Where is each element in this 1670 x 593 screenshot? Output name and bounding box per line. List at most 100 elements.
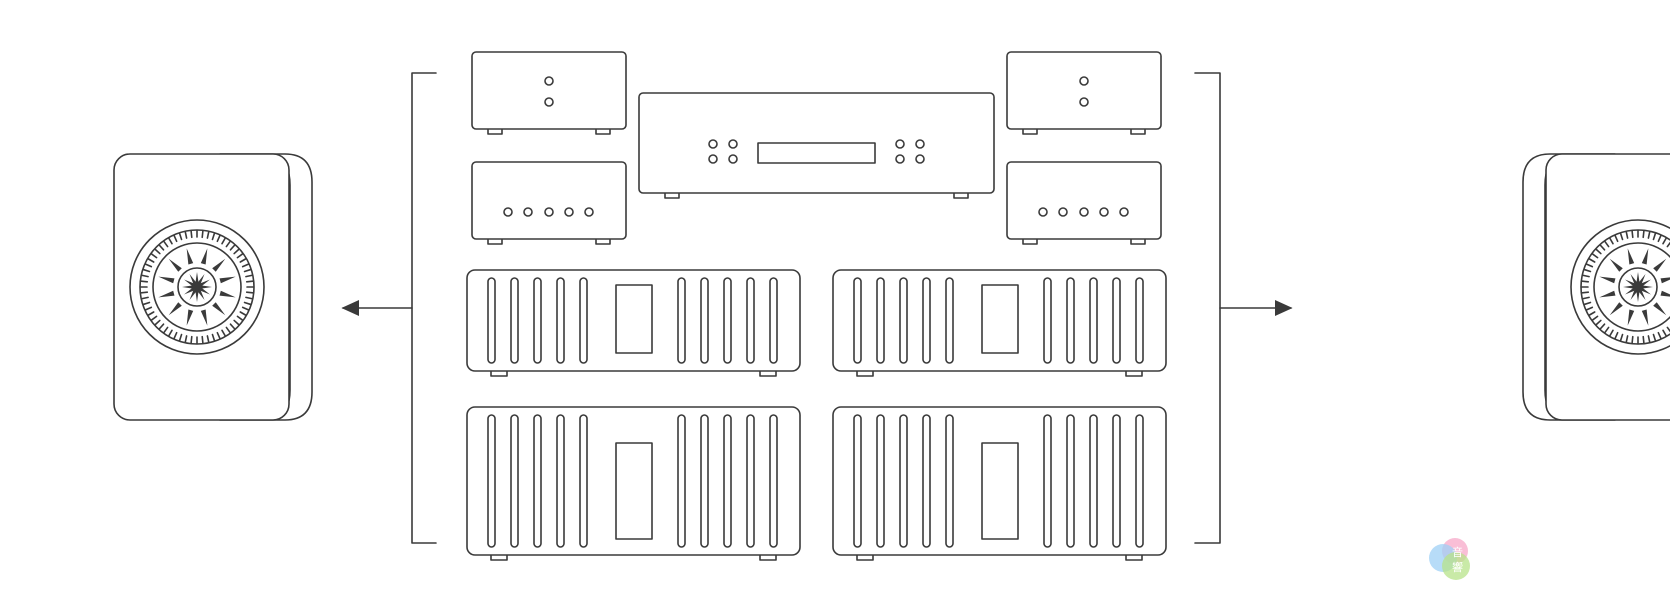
surround-tick	[1666, 326, 1670, 333]
vent-slot	[579, 414, 588, 548]
cd-player	[638, 92, 995, 199]
button	[708, 139, 718, 149]
surround-tick	[201, 335, 204, 344]
surround-tick	[1652, 232, 1657, 241]
vent-slot	[579, 277, 588, 364]
surround-tick	[243, 301, 252, 306]
surround-tick	[239, 258, 247, 263]
vent-slot	[677, 277, 686, 364]
surround-tick	[236, 315, 244, 321]
cone-spike	[200, 309, 208, 326]
surround-tick	[1625, 231, 1629, 239]
watermark-text-bottom: 響	[1452, 560, 1463, 574]
surround-tick	[154, 248, 161, 255]
surround-tick	[236, 253, 244, 259]
button	[895, 154, 905, 164]
knob	[564, 207, 574, 217]
surround-tick	[168, 329, 173, 337]
surround-tick	[1619, 232, 1624, 241]
surround-tick	[147, 311, 155, 316]
vent-slot	[723, 414, 732, 548]
surround-tick	[245, 280, 254, 283]
surround-tick	[145, 306, 153, 311]
knob	[523, 207, 533, 217]
surround-tick	[1588, 258, 1596, 263]
cone-spike	[212, 258, 226, 272]
surround-tick	[1583, 301, 1592, 306]
surround-tick	[233, 319, 240, 326]
preamp-top-right	[1006, 51, 1162, 135]
cone-spike	[1609, 258, 1623, 272]
cone-spike	[219, 276, 236, 284]
surround-tick	[1631, 230, 1634, 239]
vent-slot	[945, 414, 954, 548]
surround-tick	[1657, 235, 1662, 243]
vent-slot	[853, 277, 862, 364]
surround-tick	[206, 335, 210, 343]
vent-slot	[510, 414, 519, 548]
surround-tick	[1581, 291, 1590, 294]
surround-tick	[1599, 244, 1606, 251]
bracket-right	[1194, 72, 1221, 544]
vent-slot	[922, 414, 931, 548]
surround-tick	[1642, 230, 1645, 239]
surround-tick	[163, 326, 169, 334]
surround-tick	[1647, 335, 1651, 343]
surround-tick	[229, 323, 236, 330]
surround-tick	[243, 268, 252, 273]
watermark-circle-green	[1442, 552, 1470, 580]
tweeter-ring	[177, 267, 217, 307]
vent-slot	[700, 277, 709, 364]
vent-slot	[1043, 277, 1052, 364]
chassis	[832, 269, 1167, 372]
bracket-left	[411, 72, 437, 544]
surround-tick	[1595, 248, 1602, 255]
surround-tick	[1647, 231, 1651, 239]
surround-tick	[140, 280, 149, 283]
surround-tick	[225, 240, 231, 248]
surround-tick	[241, 263, 249, 268]
surround-tick	[1662, 237, 1667, 245]
surround-tick	[178, 333, 183, 342]
power-amp-small-right	[832, 269, 1167, 377]
front-panel	[615, 284, 653, 354]
cone-spike	[1627, 309, 1635, 326]
button	[708, 154, 718, 164]
surround-tick	[1591, 315, 1599, 321]
vent-slot	[876, 277, 885, 364]
surround-tick	[1614, 235, 1619, 243]
surround-tick	[168, 237, 173, 245]
speaker-body	[1522, 153, 1670, 421]
surround-tick	[1662, 329, 1667, 337]
watermark-logo: 音 響	[1429, 538, 1470, 580]
vent-slot	[1112, 277, 1121, 364]
surround-tick	[145, 263, 153, 268]
power-amp-large-left	[466, 406, 801, 561]
button	[915, 154, 925, 164]
surround-tick	[142, 268, 151, 273]
surround-tick	[1652, 333, 1657, 342]
surround-tick	[1583, 268, 1592, 273]
knob	[1119, 207, 1129, 217]
surround-tick	[163, 240, 169, 248]
vent-slot	[769, 277, 778, 364]
surround-tick	[1657, 331, 1662, 339]
button	[728, 154, 738, 164]
surround-tick	[1595, 319, 1602, 326]
vent-slot	[1089, 414, 1098, 548]
surround-tick	[150, 315, 158, 321]
cone-spike	[1653, 302, 1667, 316]
chassis	[832, 406, 1167, 556]
surround-tick	[1591, 253, 1599, 259]
vent-slot	[1135, 277, 1144, 364]
surround-tick	[1604, 326, 1610, 334]
cone-spike	[212, 302, 226, 316]
vent-slot	[556, 277, 565, 364]
knob	[1079, 97, 1089, 107]
surround-tick	[154, 319, 161, 326]
surround-tick	[1586, 263, 1594, 268]
vent-slot	[1066, 414, 1075, 548]
surround-tick	[1642, 335, 1645, 344]
knob	[1038, 207, 1048, 217]
speaker-right	[1522, 153, 1670, 421]
